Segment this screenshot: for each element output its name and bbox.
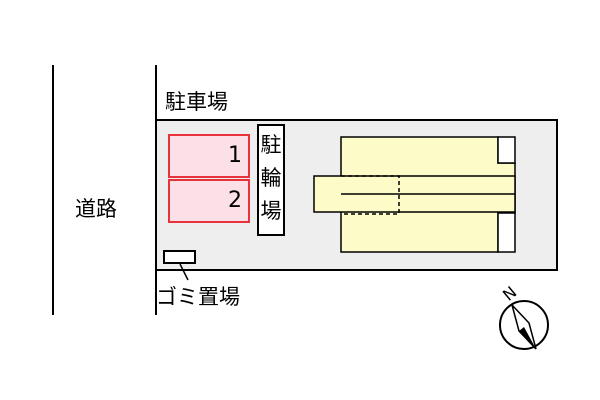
bicycle-parking-char-3: 場 xyxy=(260,199,282,223)
parking-label: 駐車場 xyxy=(165,90,228,114)
bicycle-parking-char-1: 駐 xyxy=(260,133,282,157)
garbage-leader xyxy=(179,263,189,281)
road-edge-left xyxy=(52,65,54,315)
garbage-area xyxy=(163,250,196,264)
garbage-label: ゴミ置場 xyxy=(156,285,240,309)
bicycle-parking: 駐 輪 場 xyxy=(257,124,285,236)
parking-space-number: 2 xyxy=(228,188,242,213)
parking-space-number: 1 xyxy=(228,143,242,168)
bicycle-parking-char-2: 輪 xyxy=(260,166,282,190)
parking-space-2: 2 xyxy=(168,179,250,223)
parking-space-1: 1 xyxy=(168,134,250,178)
road-label: 道路 xyxy=(75,197,117,221)
building-dashed-outline xyxy=(341,175,400,215)
compass-icon xyxy=(499,300,549,350)
building-side-box-top xyxy=(497,136,516,164)
building-side-box-bottom xyxy=(497,212,516,253)
